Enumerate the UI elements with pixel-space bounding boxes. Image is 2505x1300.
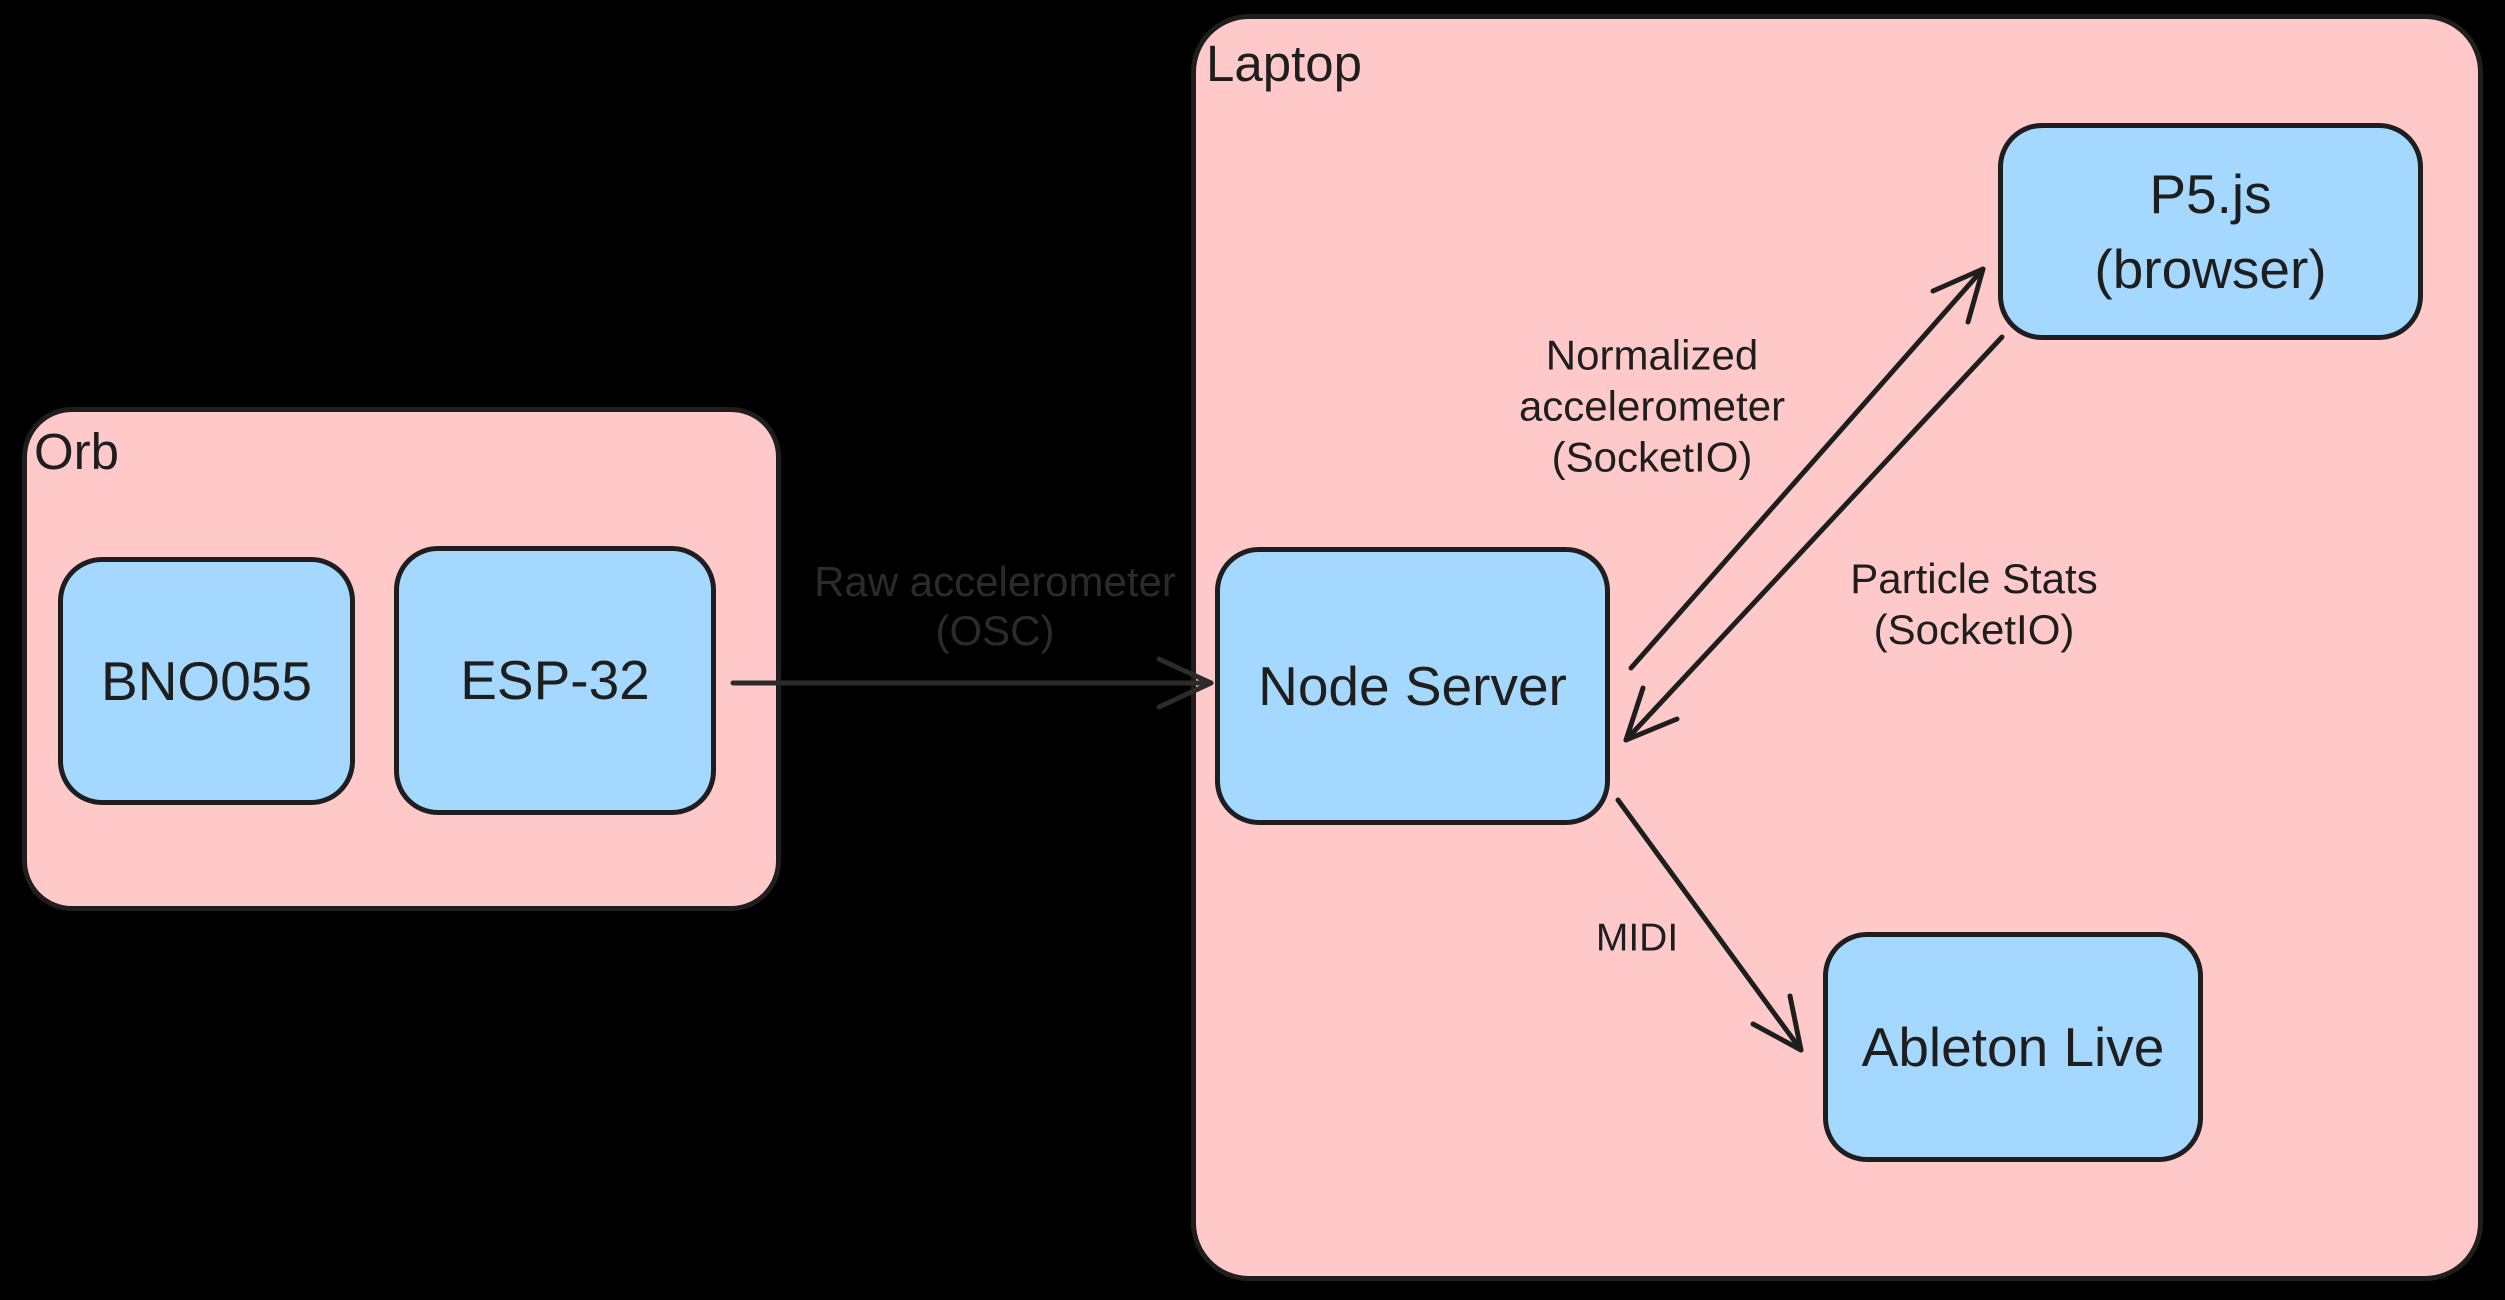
edge-label-normalized-line2: accelerometer (1518, 382, 1786, 430)
node-node-server-label: Node Server (1258, 654, 1567, 717)
node-bno055-label: BNO055 (101, 649, 312, 712)
node-ableton-live: Ableton Live (1823, 932, 2203, 1162)
node-bno055: BNO055 (58, 557, 355, 805)
edge-label-raw-osc-line1: Raw accelerometer (814, 558, 1176, 605)
node-p5js-label-line2: (browser) (2094, 237, 2327, 300)
group-orb-label: Orb (34, 423, 120, 480)
edge-label-normalized-line1: Normalized (1545, 331, 1759, 379)
node-p5js-label-line1: P5.js (2149, 163, 2272, 226)
arrow-esp32-to-node-server (730, 656, 1214, 710)
edge-label-particle-stats-line1: Particle Stats (1850, 555, 2098, 602)
node-ableton-live-label: Ableton Live (1861, 1015, 2165, 1078)
edge-label-raw-osc: Raw accelerometer (OSC) (814, 557, 1176, 655)
edge-label-midi: MIDI (1596, 913, 1678, 964)
edge-label-normalized: Normalized accelerometer (SocketIO) (1519, 330, 1785, 483)
edge-label-midi-line1: MIDI (1595, 916, 1679, 960)
node-node-server: Node Server (1215, 547, 1610, 825)
edge-label-normalized-line3: (SocketIO) (1551, 433, 1753, 481)
edge-label-particle-stats: Particle Stats (SocketIO) (1850, 553, 2097, 655)
group-laptop-label: Laptop (1206, 35, 1362, 92)
edge-label-particle-stats-line2: (SocketIO) (1873, 606, 2075, 653)
node-p5js: P5.js (browser) (1998, 123, 2423, 340)
edge-label-raw-osc-line2: (OSC) (935, 607, 1055, 654)
node-esp32-label: ESP-32 (460, 649, 650, 712)
node-esp32: ESP-32 (394, 546, 716, 815)
